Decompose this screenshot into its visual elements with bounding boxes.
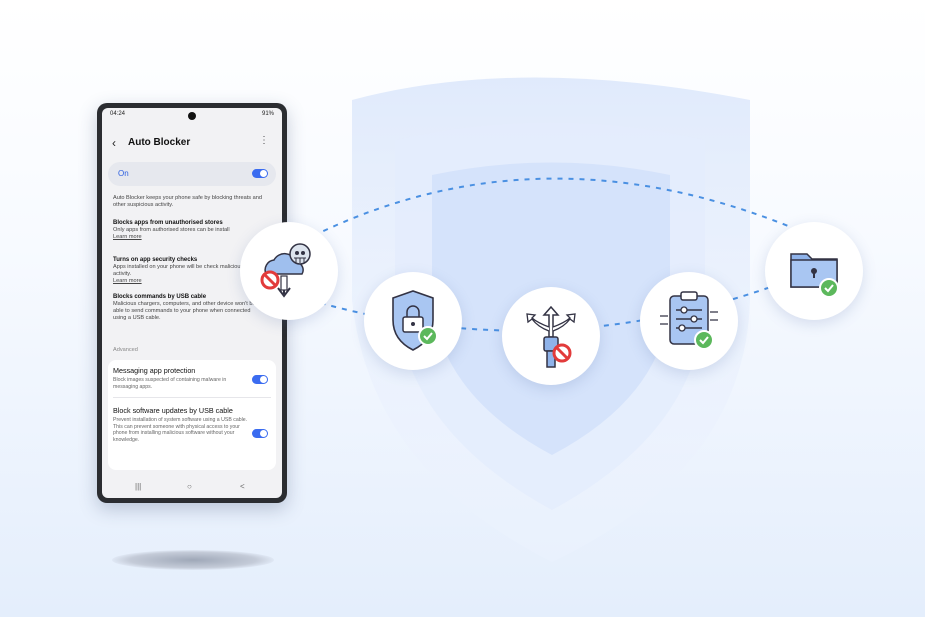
home-button[interactable]: ○ [187, 482, 192, 491]
feature-circle-clipboard-settings [640, 272, 738, 370]
page-title: Auto Blocker [128, 137, 191, 148]
feature-circle-blocked-download [240, 222, 338, 320]
advanced-item-body: Prevent installation of system software … [113, 417, 248, 443]
description-text: Auto Blocker keeps your phone safe by bl… [113, 195, 262, 208]
phone-shadow [112, 550, 274, 570]
advanced-card: Messaging app protection Block images su… [108, 360, 276, 470]
status-battery: 91% [261, 111, 274, 117]
back-arrow-icon[interactable]: ‹ [112, 136, 116, 150]
feature-body: Malicious chargers, computers, and other… [113, 301, 256, 321]
master-switch-row[interactable]: On [108, 162, 276, 186]
nav-back-button[interactable]: < [240, 482, 245, 491]
recents-button[interactable]: ||| [135, 482, 142, 491]
shield-lock-check-icon [392, 290, 438, 351]
feature-body: Only apps from authorised stores can be … [113, 227, 230, 233]
feature-circle-folder-lock [765, 222, 863, 320]
status-bar: 04:24 91% [110, 111, 274, 121]
phone-device: 04:24 91% ‹ Auto Blocker ⋮ On Auto Block… [97, 103, 287, 503]
usb-blocked-icon [526, 305, 576, 368]
advanced-header: Advanced [113, 347, 138, 353]
phone-screen: 04:24 91% ‹ Auto Blocker ⋮ On Auto Block… [102, 108, 282, 498]
advanced-item-body: Block images suspected of containing mal… [113, 377, 227, 390]
feature-title: Blocks commands by USB cable [113, 294, 207, 300]
feature-circle-usb-blocked [502, 287, 600, 385]
master-toggle[interactable] [252, 169, 268, 178]
more-options-icon[interactable]: ⋮ [259, 135, 269, 146]
master-switch-label: On [118, 169, 129, 178]
feature-item: Turns on app security checks Apps instal… [113, 257, 263, 285]
navigation-bar: ||| ○ < [102, 482, 282, 496]
feature-title: Blocks apps from unauthorised stores [113, 220, 223, 226]
front-camera [188, 112, 196, 120]
messaging-protection-toggle[interactable] [252, 375, 268, 384]
divider [113, 397, 271, 398]
app-bar: ‹ Auto Blocker ⋮ [102, 132, 282, 154]
feature-body: Apps installed on your phone will be che… [113, 264, 244, 277]
feature-title: Turns on app security checks [113, 257, 198, 263]
advanced-item-title: Messaging app protection [113, 366, 196, 375]
status-time: 04:24 [110, 111, 126, 117]
advanced-item-usb-updates[interactable]: Block software updates by USB cable Prev… [113, 406, 248, 443]
folder-lock-check-icon [790, 253, 839, 298]
feature-item: Blocks apps from unauthorised stores Onl… [113, 220, 273, 241]
learn-more-link[interactable]: Learn more [113, 278, 142, 284]
feature-item: Blocks commands by USB cable Malicious c… [113, 294, 263, 322]
advanced-item-messaging[interactable]: Messaging app protection Block images su… [113, 366, 248, 390]
advanced-item-title: Block software updates by USB cable [113, 406, 233, 415]
learn-more-link[interactable]: Learn more [113, 234, 142, 240]
clipboard-settings-check-icon [660, 291, 718, 350]
feature-circle-shield-lock [364, 272, 462, 370]
blocked-cloud-download-icon [260, 243, 311, 298]
usb-updates-toggle[interactable] [252, 429, 268, 438]
